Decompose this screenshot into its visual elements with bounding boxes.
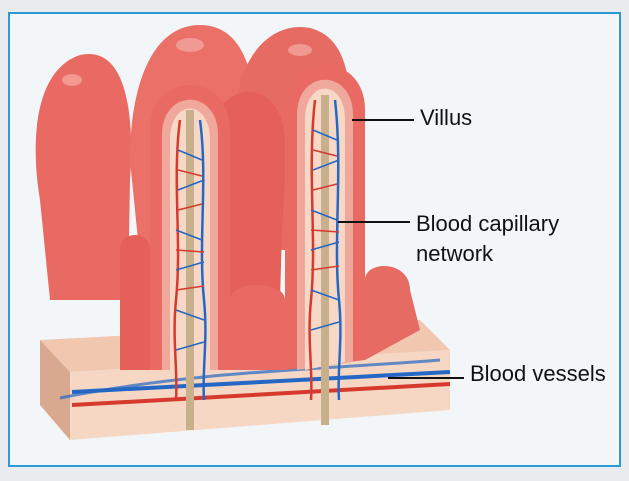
villus-leader-line bbox=[352, 119, 414, 121]
vessels-leader-line bbox=[388, 377, 464, 379]
capillary-label-line1: Blood capillary bbox=[416, 210, 559, 238]
vessels-label: Blood vessels bbox=[470, 360, 606, 388]
crypt-left bbox=[120, 235, 150, 370]
villus-label: Villus bbox=[420, 104, 472, 132]
capillary-leader-line bbox=[338, 221, 410, 223]
capillary-label-line2: network bbox=[416, 240, 493, 268]
crypt bbox=[230, 285, 285, 370]
